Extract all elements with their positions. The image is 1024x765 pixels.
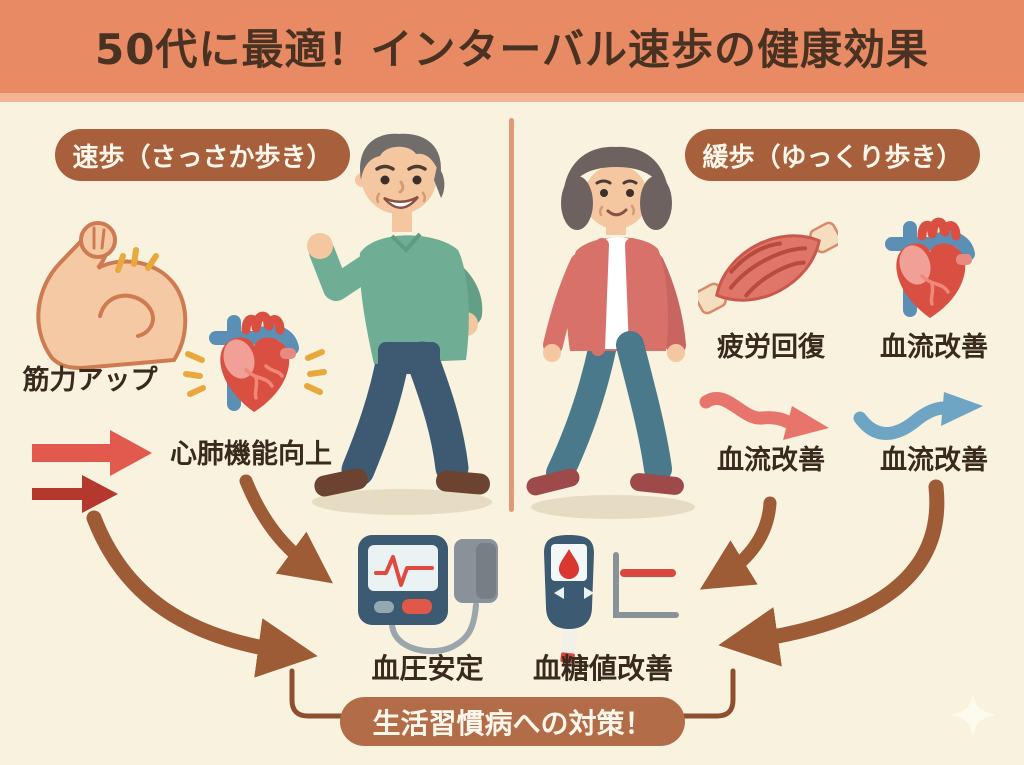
sparkle-icon xyxy=(950,693,996,737)
conclusion-label: 生活習慣病への対策！ xyxy=(372,706,653,740)
sparkle-lines xyxy=(183,349,327,397)
muscle-fiber-icon xyxy=(698,221,838,315)
walking-woman-illustration xyxy=(526,146,695,519)
bloodflow-top-label: 血流改善 xyxy=(880,332,988,363)
blood-sugar-label: 血糖値改善 xyxy=(532,652,673,685)
glucose-meter-icon xyxy=(544,535,679,664)
curved-arrow-right-short xyxy=(699,496,777,590)
conclusion-banner: 生活習慣病への対策！ xyxy=(340,697,685,746)
blood-pressure-label: 血圧安定 xyxy=(371,652,484,685)
fast-walk-badge-label: 速歩（さっさか歩き） xyxy=(72,142,333,173)
bloodflow-bottom-right-label: 血流改善 xyxy=(880,445,988,476)
bicep-icon xyxy=(36,221,188,371)
page-title: 50代に最適！インターバル速歩の健康効果 xyxy=(94,25,930,74)
blood-pressure-monitor-icon xyxy=(358,535,498,655)
anatomical-heart-icon xyxy=(183,311,327,412)
section-divider xyxy=(509,118,514,512)
slow-walk-badge: 緩歩（ゆっくり歩き） xyxy=(685,129,980,181)
anatomical-heart-icon xyxy=(885,217,975,318)
header-banner: 50代に最適！インターバル速歩の健康効果 xyxy=(0,0,1024,93)
wavy-arrow-pink-icon xyxy=(699,392,829,440)
sparkle-lines xyxy=(115,247,159,273)
cardio-label: 心肺機能向上 xyxy=(170,439,332,470)
wavy-arrow-blue-icon xyxy=(853,392,983,440)
curved-arrow-left-long xyxy=(86,510,318,678)
header-strip xyxy=(0,93,1024,102)
fast-walk-badge: 速歩（さっさか歩き） xyxy=(55,129,350,181)
muscle-up-label: 筋力アップ xyxy=(22,365,158,396)
straight-arrow-icons xyxy=(32,430,152,513)
fatigue-recovery-label: 疲労回復 xyxy=(717,332,825,363)
walking-man-illustration xyxy=(307,133,492,515)
dark-red-arrow-icon xyxy=(32,475,118,513)
slow-walk-badge-label: 緩歩（ゆっくり歩き） xyxy=(702,142,963,173)
curved-arrow-right-long xyxy=(718,479,945,667)
red-arrow-icon xyxy=(32,430,152,476)
chart-icon xyxy=(613,552,679,618)
bloodflow-bottom-left-label: 血流改善 xyxy=(717,445,825,476)
